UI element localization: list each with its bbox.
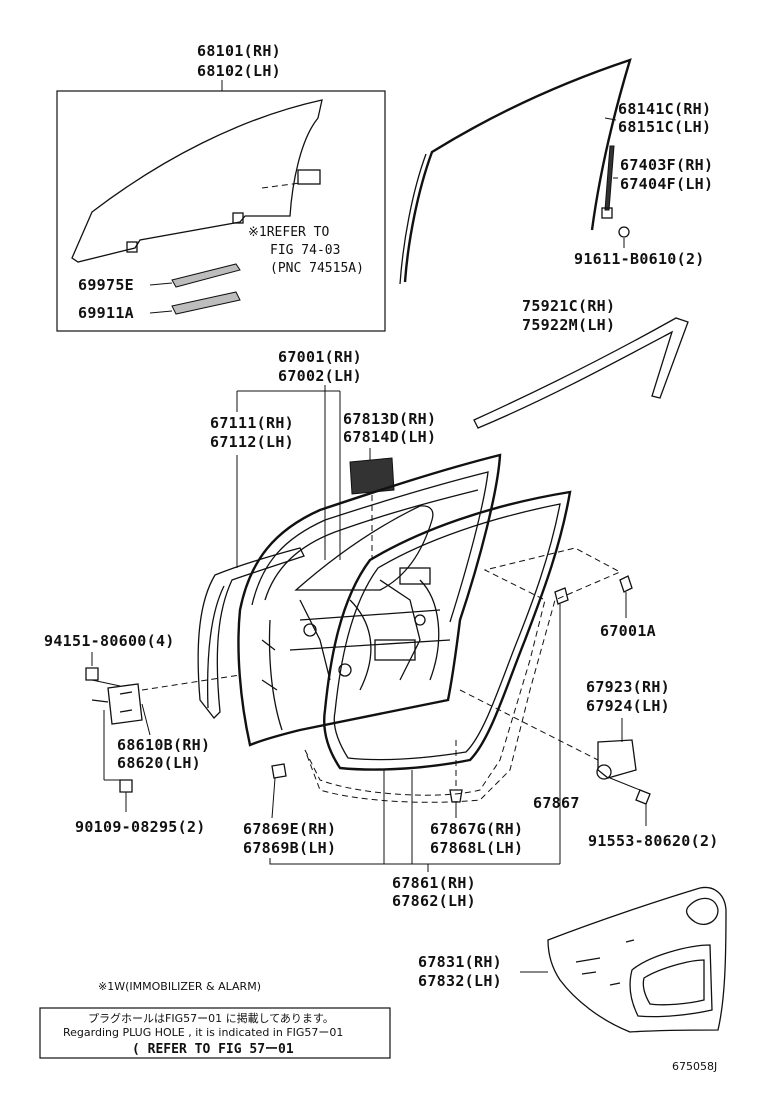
door-check-68610b[interactable] — [91, 683, 143, 725]
label-67001[interactable]: 67001(RH) — [278, 348, 362, 366]
refer-note-line-1: ※1REFER TO — [248, 225, 330, 240]
label-68101[interactable]: 68101(RH) — [197, 42, 281, 60]
glass-run-weatherstrip[interactable] — [403, 58, 632, 283]
label-67867[interactable]: 67867 — [533, 794, 580, 812]
label-67862[interactable]: 67862(LH) — [392, 892, 476, 910]
label-67869b[interactable]: 67869B(LH) — [243, 839, 336, 857]
label-75921c[interactable]: 75921C(RH) — [522, 297, 615, 315]
plug-hole-note-jp: プラグホールはFIG57ー01 に掲載してあります。 — [88, 1011, 334, 1025]
label-67111[interactable]: 67111(RH) — [210, 414, 294, 432]
refer-note-line-2: FIG 74-03 — [270, 243, 340, 258]
lock-module-67923[interactable] — [597, 739, 637, 779]
screw-91611[interactable] — [618, 226, 630, 238]
door-outer-panel[interactable] — [197, 547, 305, 719]
label-67813d[interactable]: 67813D(RH) — [343, 410, 436, 428]
door-frame[interactable] — [237, 453, 502, 747]
label-67869e[interactable]: 67869E(RH) — [243, 820, 336, 838]
bolt-94151[interactable] — [85, 667, 99, 681]
label-67002[interactable]: 67002(LH) — [278, 367, 362, 385]
door-weatherstrip[interactable] — [323, 490, 572, 771]
label-67832[interactable]: 67832(LH) — [418, 972, 502, 990]
label-68610b[interactable]: 68610B(RH) — [117, 736, 210, 754]
plug-hole-note-en: Regarding PLUG HOLE , it is indicated in… — [63, 1026, 343, 1039]
label-94151[interactable]: 94151-80600(4) — [44, 632, 175, 650]
service-hole-cover[interactable] — [349, 457, 395, 495]
label-90109[interactable]: 90109-08295(2) — [75, 818, 206, 836]
label-69975e[interactable]: 69975E — [78, 276, 134, 294]
label-91553[interactable]: 91553-80620(2) — [588, 832, 719, 850]
label-67923[interactable]: 67923(RH) — [586, 678, 670, 696]
label-68151c[interactable]: 68151C(LH) — [618, 118, 711, 136]
label-67861[interactable]: 67861(RH) — [392, 874, 476, 892]
diagram-id: 675058J — [672, 1060, 717, 1073]
label-67814d[interactable]: 67814D(LH) — [343, 428, 436, 446]
door-trim-panel[interactable] — [547, 886, 727, 1033]
glass-group-box — [56, 90, 386, 332]
label-67867g[interactable]: 67867G(RH) — [430, 820, 523, 838]
refer-note-line-3: (PNC 74515A) — [270, 261, 364, 276]
clip-67001a[interactable] — [619, 575, 633, 593]
label-67112[interactable]: 67112(LH) — [210, 433, 294, 451]
glass-clip[interactable] — [297, 169, 321, 185]
bolt-90109[interactable] — [119, 779, 133, 793]
label-91611[interactable]: 91611-B0610(2) — [574, 250, 705, 268]
label-67001a[interactable]: 67001A — [600, 622, 656, 640]
label-68620[interactable]: 68620(LH) — [117, 754, 201, 772]
label-75922m[interactable]: 75922M(LH) — [522, 316, 615, 334]
glass-channel-69911a[interactable] — [171, 291, 241, 315]
glass-channel-69975e[interactable] — [171, 263, 241, 288]
footnote-immobilizer: ※1W(IMMOBILIZER & ALARM) — [98, 980, 261, 993]
label-67868l[interactable]: 67868L(LH) — [430, 839, 523, 857]
label-68141c[interactable]: 68141C(RH) — [618, 100, 711, 118]
plug-hole-note-box — [39, 1007, 391, 1059]
division-bar[interactable] — [604, 145, 615, 211]
screw-91553[interactable] — [635, 789, 651, 805]
label-67831[interactable]: 67831(RH) — [418, 953, 502, 971]
label-67924[interactable]: 67924(LH) — [586, 697, 670, 715]
clip-67867g[interactable] — [449, 789, 463, 803]
label-69911a[interactable]: 69911A — [78, 304, 134, 322]
door-glass[interactable] — [71, 99, 323, 263]
label-67403f[interactable]: 67403F(RH) — [620, 156, 713, 174]
belt-moulding[interactable] — [473, 317, 689, 429]
label-67404f[interactable]: 67404F(LH) — [620, 175, 713, 193]
plug-hole-note-ref[interactable]: ( REFER TO FIG 57ー01 — [132, 1042, 294, 1057]
opening-trim-outline[interactable] — [304, 547, 622, 803]
label-68102[interactable]: 68102(LH) — [197, 62, 281, 80]
